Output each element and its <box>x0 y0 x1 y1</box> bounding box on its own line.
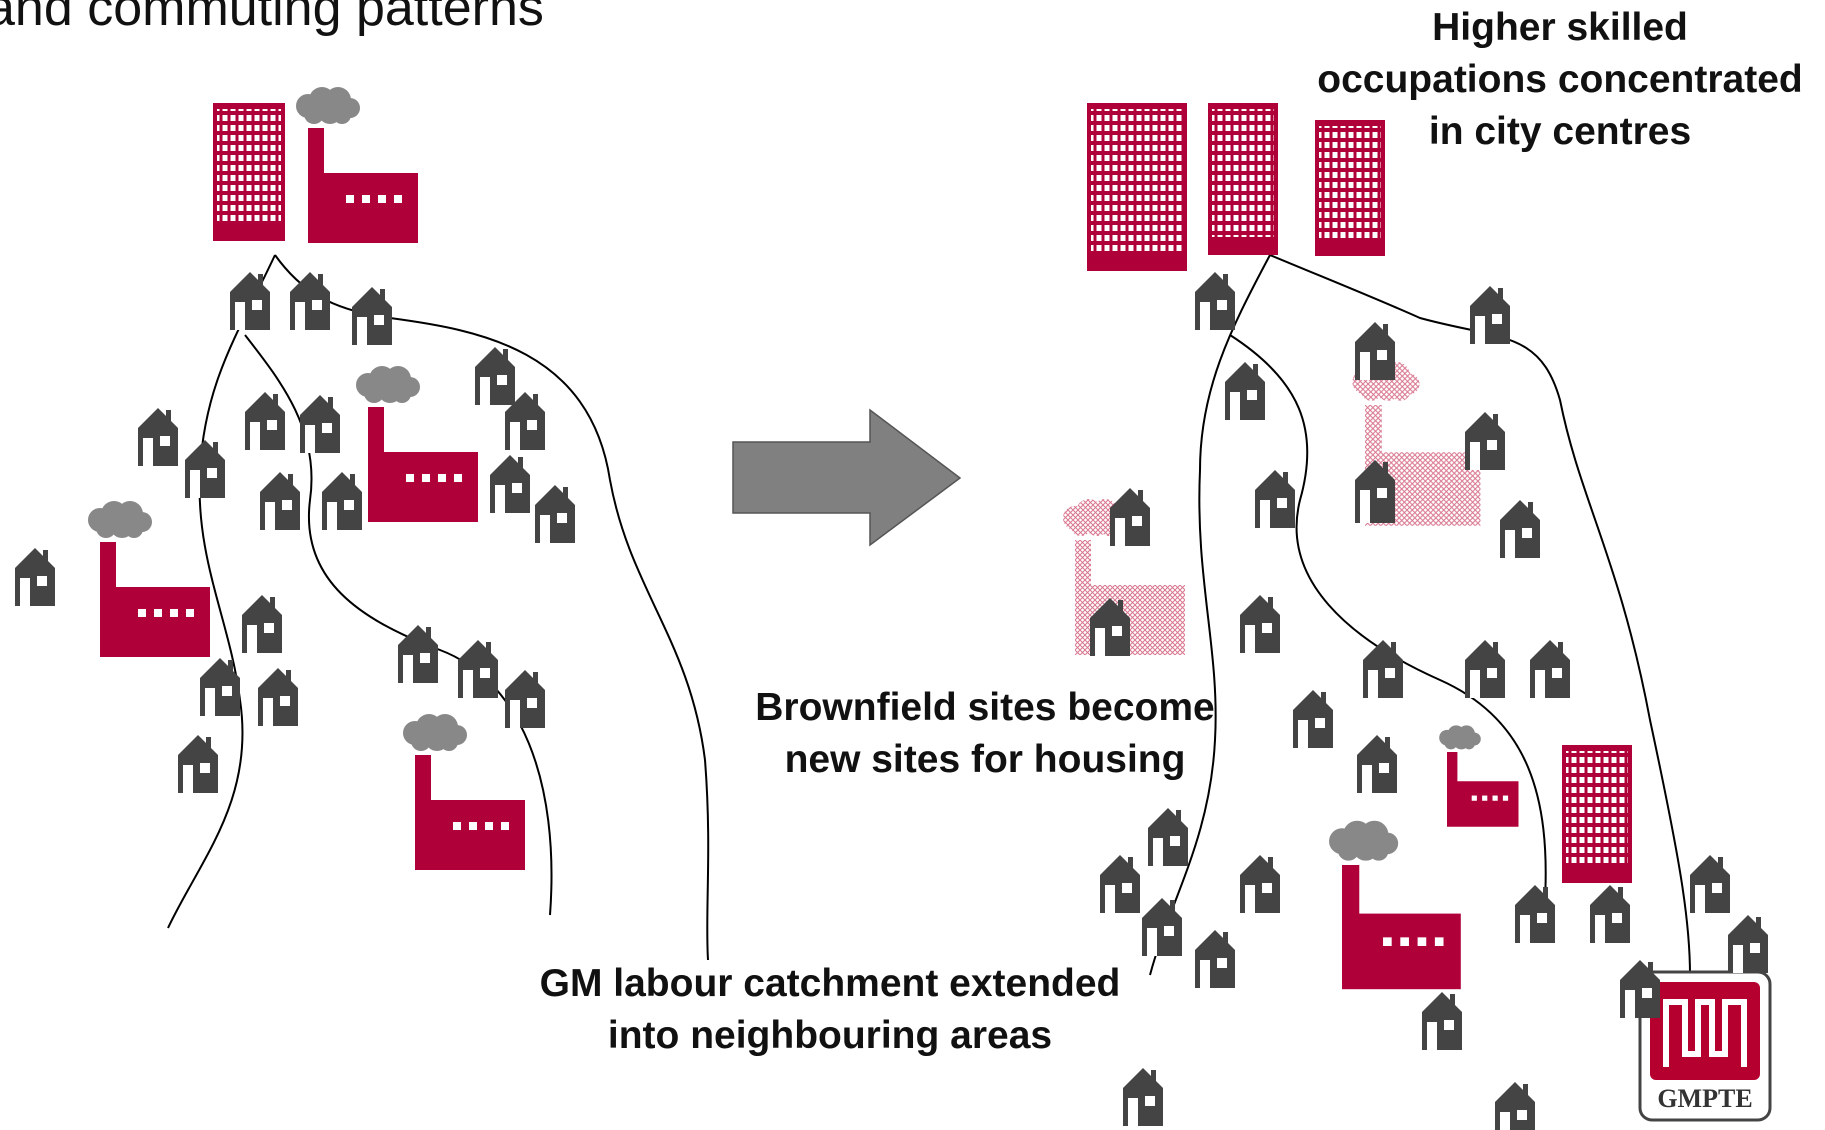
house-icon <box>1500 500 1540 558</box>
house-icon <box>505 670 545 728</box>
factories <box>88 87 1519 990</box>
factory-icon <box>1329 820 1461 990</box>
house-icon <box>1100 855 1140 913</box>
house-icon <box>230 272 270 330</box>
house-icon <box>1620 960 1660 1018</box>
office-tower-icon <box>1087 103 1187 271</box>
factory-icon <box>403 714 525 870</box>
house-icon <box>1690 855 1730 913</box>
house-icon <box>185 440 225 498</box>
house-icon <box>300 395 340 453</box>
house-icon <box>398 625 438 683</box>
house-icon <box>535 485 575 543</box>
label-line: new sites for housing <box>784 738 1186 781</box>
label-higher-skilled: Higher skilled occupations concentrated … <box>1290 2 1825 158</box>
house-icon <box>1123 1068 1163 1126</box>
factory-icon <box>296 87 418 243</box>
house-icon <box>1195 930 1235 988</box>
house-icon <box>1148 808 1188 866</box>
smoke-cloud-icon <box>356 366 420 403</box>
smoke-cloud-icon <box>1439 725 1481 750</box>
smoke-cloud-icon <box>1329 820 1399 861</box>
label-line: Brownfield sites become <box>755 686 1215 729</box>
house-icon <box>1357 735 1397 793</box>
house-icon <box>1465 412 1505 470</box>
office-tower-icon <box>1562 745 1632 883</box>
house-icon <box>490 455 530 513</box>
smoke-cloud-icon <box>403 714 467 751</box>
catchment-line <box>1269 254 1691 976</box>
house-icon <box>260 472 300 530</box>
catchment-lines-right <box>1149 254 1691 976</box>
label-line: in city centres <box>1428 110 1692 153</box>
label-brownfield: Brownfield sites become new sites for ho… <box>725 682 1245 786</box>
house-icon <box>1240 855 1280 913</box>
house-icon <box>1355 460 1395 518</box>
house-icon <box>458 640 498 698</box>
factory-icon <box>1439 725 1519 827</box>
house-icon <box>1240 595 1280 653</box>
house-icon <box>1355 322 1395 380</box>
house-icon <box>1728 915 1768 973</box>
house-icon <box>1590 885 1630 943</box>
house-icon <box>245 392 285 450</box>
office-tower-icon <box>213 103 285 241</box>
office-tower-icon <box>1315 120 1385 256</box>
house-icon <box>1530 640 1570 698</box>
house-icon <box>1363 640 1403 698</box>
house-icon <box>1090 598 1130 656</box>
house-icon <box>1195 272 1235 330</box>
house-icon <box>200 658 240 716</box>
house-icon <box>15 548 55 606</box>
house-icon <box>1422 992 1462 1050</box>
label-line: into neighbouring areas <box>607 1014 1053 1057</box>
label-line: Higher skilled <box>1432 6 1688 49</box>
factory-icon <box>356 366 478 522</box>
house-icon <box>352 287 392 345</box>
office-tower-icon <box>1208 103 1278 255</box>
house-icon <box>1293 690 1333 748</box>
house-icon <box>322 472 362 530</box>
house-icon <box>242 595 282 653</box>
house-icon <box>290 272 330 330</box>
house-icon <box>505 392 545 450</box>
logo-text: GMPTE <box>1657 1084 1752 1113</box>
house-icon <box>1225 362 1265 420</box>
house-icon <box>138 408 178 466</box>
house-icon <box>178 735 218 793</box>
house-icon <box>475 347 515 405</box>
page-title: and commuting patterns <box>0 0 544 37</box>
right-arrow-icon <box>732 408 962 547</box>
house-icon <box>1515 885 1555 943</box>
house-icon <box>1465 640 1505 698</box>
house-icon <box>258 668 298 726</box>
catchment-line <box>1149 254 1271 976</box>
smoke-cloud-icon <box>296 87 360 124</box>
office-towers <box>213 103 1632 883</box>
house-icon <box>1110 488 1150 546</box>
catchment-line <box>1229 334 1547 901</box>
house-icon <box>1470 286 1510 344</box>
house-icon <box>1142 898 1182 956</box>
smoke-cloud-icon <box>88 501 152 538</box>
house-icon <box>1495 1082 1535 1130</box>
houses <box>15 272 1768 1130</box>
catchment-line <box>167 254 276 929</box>
label-line: occupations concentrated <box>1317 58 1803 101</box>
house-icon <box>1255 470 1295 528</box>
label-line: GM labour catchment extended <box>539 962 1121 1005</box>
label-catchment: GM labour catchment extended into neighb… <box>500 958 1160 1062</box>
factory-icon <box>88 501 210 657</box>
gmpte-logo-icon: GMPTE <box>1638 970 1772 1122</box>
